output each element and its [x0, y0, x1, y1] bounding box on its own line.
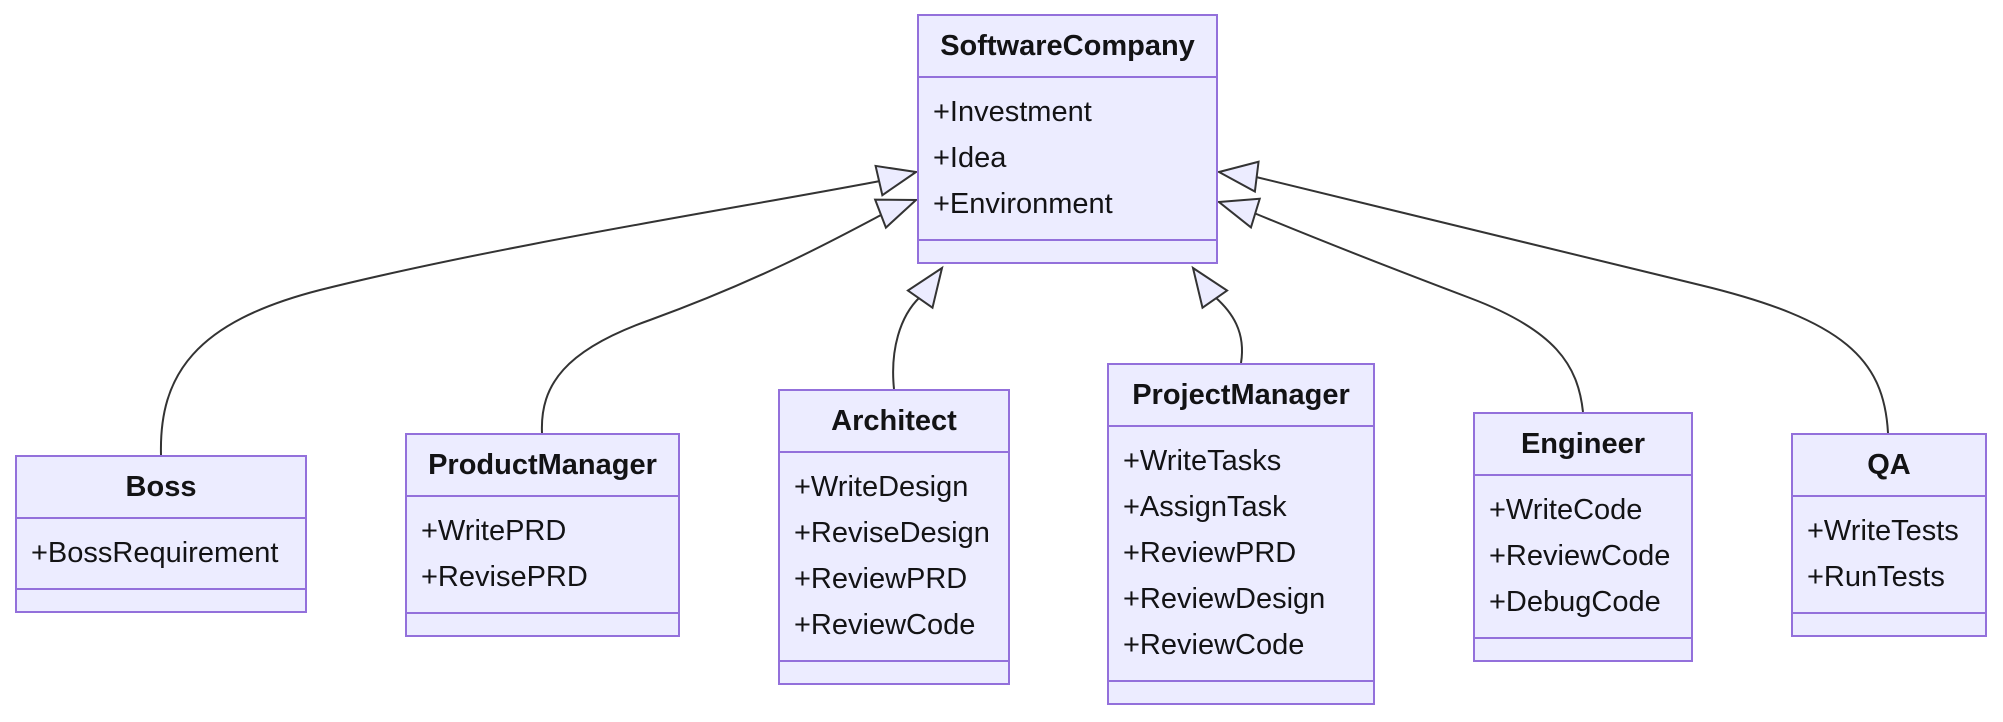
class-methods-empty — [17, 590, 305, 611]
class-member: +ReviewDesign — [1123, 583, 1326, 615]
class-methods-empty — [407, 614, 678, 635]
inheritance-arrowhead-icon — [873, 198, 919, 230]
class-box-projectmanager: ProjectManager +WriteTasks +AssignTask +Re… — [1107, 363, 1375, 705]
class-methods-empty — [1793, 614, 1985, 635]
class-member: +WritePRD — [421, 515, 567, 547]
class-member: +ReviewCode — [1123, 629, 1305, 661]
inheritance-edge-productmanager-to-softwarecompany — [540, 214, 882, 434]
inheritance-edge-engineer-to-softwarecompany — [1253, 212, 1584, 413]
class-box-softwarecompany: SoftwareCompany +Investment +Idea +Environ… — [917, 14, 1218, 264]
class-attributes: +WriteDesign +ReviseDesign +ReviewPRD +Revi… — [780, 453, 1008, 662]
inheritance-arrowhead-icon — [1216, 197, 1262, 230]
class-member: +ReviewPRD — [794, 563, 968, 595]
class-box-boss: Boss +BossRequirement — [15, 455, 307, 613]
class-member: +AssignTask — [1123, 491, 1287, 523]
class-title: SoftwareCompany — [919, 16, 1216, 78]
class-member: +Idea — [933, 142, 1007, 174]
class-title: ProductManager — [407, 435, 678, 497]
class-attributes: +WritePRD +RevisePRD — [407, 497, 678, 614]
class-attributes: +WriteTasks +AssignTask +ReviewPRD +ReviewD… — [1109, 427, 1373, 682]
class-member: +WriteTests — [1807, 515, 1959, 547]
class-member: +RevisePRD — [421, 561, 588, 593]
class-box-engineer: Engineer +WriteCode +ReviewCode +DebugCode — [1473, 412, 1693, 662]
class-methods-empty — [1475, 639, 1691, 660]
class-member: +WriteTasks — [1123, 445, 1282, 477]
class-member: +ReviseDesign — [794, 517, 990, 549]
class-methods-empty — [780, 662, 1008, 683]
class-member: +DebugCode — [1489, 586, 1661, 618]
class-attributes: +Investment +Idea +Environment — [919, 78, 1216, 241]
class-member: +RunTests — [1807, 561, 1945, 593]
inheritance-arrowhead-icon — [1191, 265, 1229, 310]
class-member: +WriteCode — [1489, 494, 1643, 526]
inheritance-edge-boss-to-softwarecompany — [159, 180, 881, 456]
class-attributes: +WriteCode +ReviewCode +DebugCode — [1475, 476, 1691, 639]
class-member: +BossRequirement — [31, 537, 279, 569]
class-member: +ReviewCode — [1489, 540, 1671, 572]
class-methods-empty — [919, 241, 1216, 262]
class-title: Architect — [780, 391, 1008, 453]
class-box-productmanager: ProductManager +WritePRD +RevisePRD — [405, 433, 680, 637]
class-title: ProjectManager — [1109, 365, 1373, 427]
class-title: Boss — [17, 457, 305, 519]
class-attributes: +BossRequirement — [17, 519, 305, 590]
inheritance-edge-architect-to-softwarecompany — [892, 296, 921, 390]
inheritance-edge-projectmanager-to-softwarecompany — [1214, 296, 1243, 364]
class-member: +WriteDesign — [794, 471, 969, 503]
inheritance-arrowhead-icon — [874, 164, 919, 197]
inheritance-arrowhead-icon — [906, 265, 944, 310]
class-attributes: +WriteTests +RunTests — [1793, 497, 1985, 614]
class-box-qa: QA +WriteTests +RunTests — [1791, 433, 1987, 637]
inheritance-edge-qa-to-softwarecompany — [1255, 176, 1889, 434]
class-title: Engineer — [1475, 414, 1691, 476]
class-title: QA — [1793, 435, 1985, 497]
inheritance-arrowhead-icon — [1216, 160, 1260, 194]
class-member: +ReviewCode — [794, 609, 976, 641]
class-member: +Environment — [933, 188, 1113, 220]
class-member: +ReviewPRD — [1123, 537, 1297, 569]
class-member: +Investment — [933, 96, 1092, 128]
class-methods-empty — [1109, 682, 1373, 703]
class-box-architect: Architect +WriteDesign +ReviseDesign +Revi… — [778, 389, 1010, 685]
